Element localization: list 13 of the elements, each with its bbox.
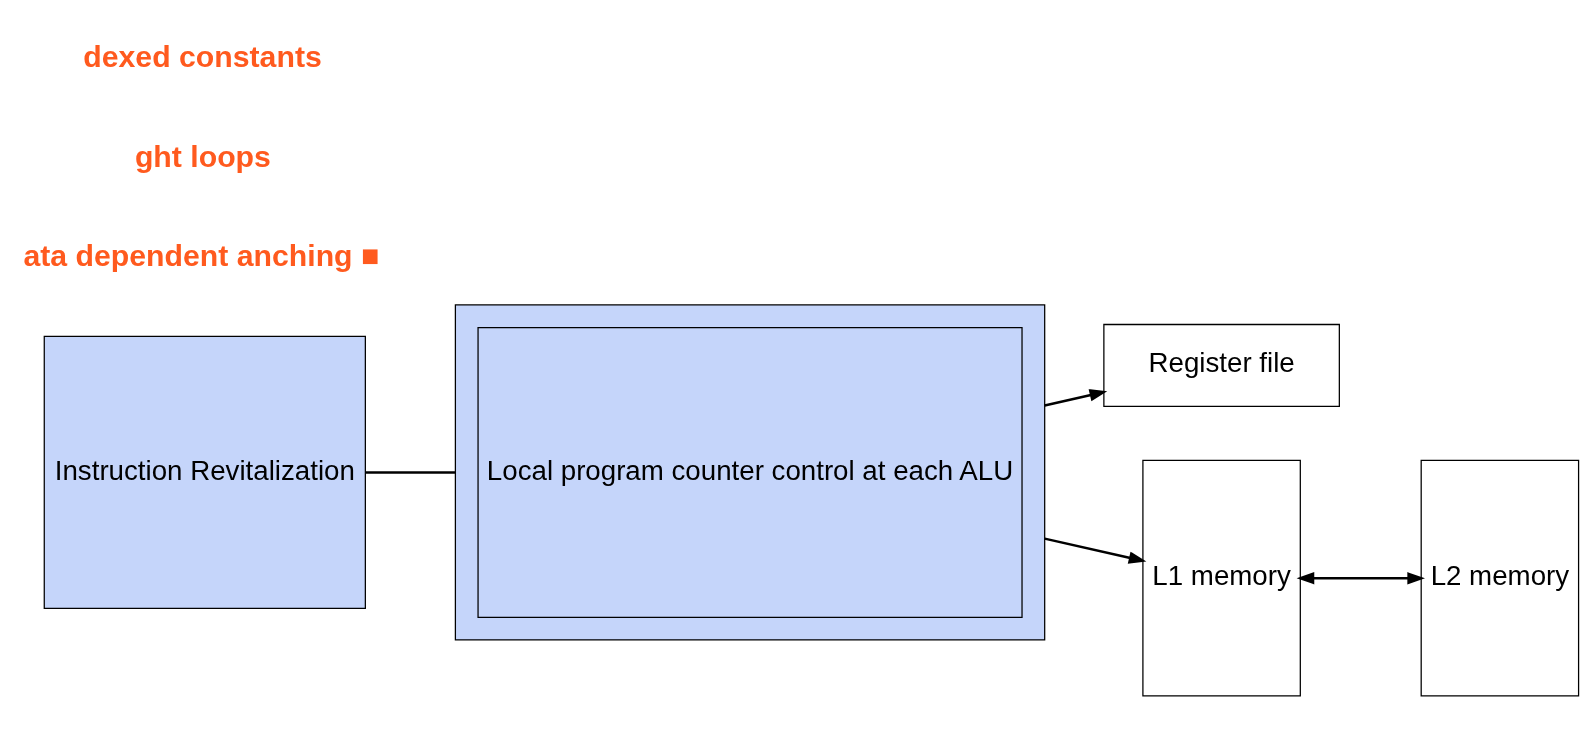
connector bbox=[365, 470, 456, 474]
arrow bbox=[1044, 536, 1147, 564]
node-box: L2 memory bbox=[1420, 459, 1580, 697]
node-box: Instruction Revitalization bbox=[43, 335, 366, 609]
node-box: L1 memory bbox=[1142, 459, 1301, 697]
node-box: Register file bbox=[1103, 323, 1340, 407]
arrow bbox=[1044, 388, 1108, 407]
node-box: Local program counter control at each ALU bbox=[477, 326, 1023, 618]
arrow bbox=[1296, 571, 1425, 584]
label: ata dependent anching ■ bbox=[23, 238, 380, 272]
cluster bbox=[454, 303, 1046, 641]
label: dexed constants bbox=[83, 39, 322, 73]
label: ght loops bbox=[134, 139, 271, 173]
